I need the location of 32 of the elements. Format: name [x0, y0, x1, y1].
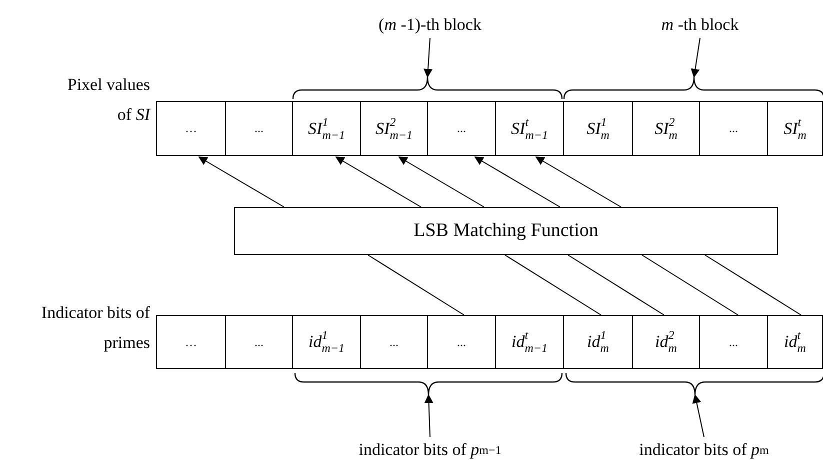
array-cell: ...: [225, 315, 293, 369]
connector-line: [504, 254, 602, 316]
array-cell: ...: [360, 315, 428, 369]
function-box: LSB Matching Function: [234, 207, 778, 255]
curly-brace: [565, 372, 823, 396]
connector-line: [568, 254, 664, 316]
array-cell: ...: [699, 315, 768, 369]
curly-brace: [563, 76, 823, 100]
arrow: [424, 38, 432, 78]
arrow: [398, 156, 484, 208]
arrow: [424, 394, 434, 438]
arrow: [474, 156, 560, 208]
row-label: Indicator bits of primes: [40, 302, 150, 354]
array-cell: ...: [427, 101, 496, 156]
curly-brace: [292, 76, 563, 100]
connector-line: [704, 254, 802, 316]
connector-line: [642, 254, 738, 316]
row-label: Pixel values of SI: [66, 74, 150, 126]
arrow: [690, 38, 700, 78]
connector-line: [368, 254, 464, 316]
arrow: [692, 394, 704, 438]
arrow: [535, 156, 622, 208]
array-cell: ...: [225, 101, 293, 156]
arrow: [198, 156, 284, 208]
curly-brace: [294, 372, 563, 396]
array-cell: …: [156, 315, 226, 369]
arrow: [335, 156, 422, 208]
array-cell: ...: [699, 101, 768, 156]
block-label: (m -1)-th block: [350, 12, 510, 38]
array-cell: ...: [427, 315, 496, 369]
block-label: m -th block: [630, 12, 770, 38]
array-cell: …: [156, 101, 226, 156]
